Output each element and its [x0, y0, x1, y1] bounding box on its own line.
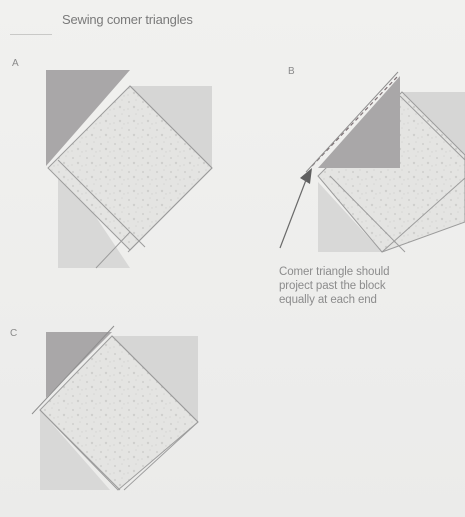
- caption-line-1: Comer triangle should: [279, 265, 459, 279]
- panel-a-block: [46, 70, 212, 268]
- panel-b-caption: Comer triangle should project past the b…: [279, 265, 459, 307]
- arrow-shaft: [280, 180, 306, 248]
- panel-b-corner-triangle: [318, 76, 400, 168]
- caption-line-2: project past the block: [279, 279, 459, 293]
- panel-b-block: [280, 72, 465, 252]
- panel-c-block: [32, 326, 198, 490]
- caption-line-3: equally at each end: [279, 293, 459, 307]
